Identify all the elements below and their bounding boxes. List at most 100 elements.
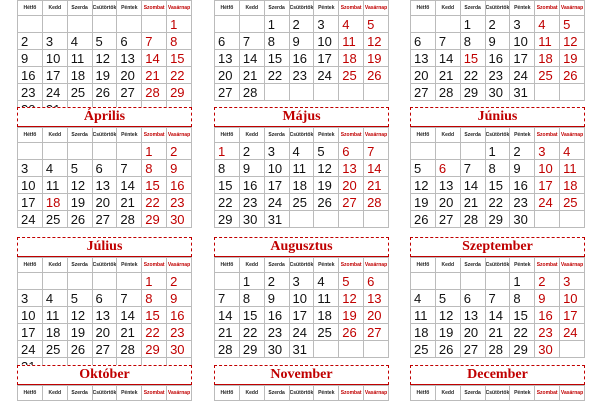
day-cell: 20 bbox=[459, 323, 486, 341]
weekday-label: Hétfő bbox=[410, 257, 436, 273]
day-cell: 27 bbox=[91, 210, 118, 228]
day-cell: 14 bbox=[459, 176, 486, 194]
day-cell: 19 bbox=[559, 49, 585, 67]
day-cell: 29 bbox=[166, 83, 192, 101]
day-cell: 13 bbox=[410, 49, 436, 67]
weekday-label: Szerda bbox=[66, 257, 93, 273]
day-cell: 13 bbox=[338, 159, 365, 177]
day-cell: 14 bbox=[434, 49, 461, 67]
weekday-label: Hétfő bbox=[17, 0, 43, 16]
day-cell bbox=[91, 272, 118, 290]
day-cell: 21 bbox=[116, 193, 143, 211]
weekday-label: Kedd bbox=[41, 385, 68, 401]
day-cell: 18 bbox=[66, 66, 93, 84]
day-cell: 5 bbox=[434, 289, 461, 307]
day-cell: 1 bbox=[166, 15, 192, 33]
day-cell: 5 bbox=[559, 15, 585, 33]
day-cell: 16 bbox=[509, 176, 536, 194]
weekday-label: Csütörtök bbox=[288, 257, 315, 273]
day-cell: 4 bbox=[288, 142, 315, 160]
day-cell: 24 bbox=[509, 66, 536, 84]
day-cell: 27 bbox=[116, 83, 143, 101]
day-cell: 3 bbox=[534, 142, 561, 160]
day-cell: 20 bbox=[363, 306, 389, 324]
day-cell: 15 bbox=[263, 49, 290, 67]
day-cell: 15 bbox=[238, 306, 265, 324]
day-cell: 13 bbox=[363, 289, 389, 307]
day-cell: 29 bbox=[141, 340, 168, 358]
day-cell: 15 bbox=[509, 306, 536, 324]
weekday-label: Szombat bbox=[338, 257, 365, 273]
day-cell: 16 bbox=[263, 306, 290, 324]
weekday-label: Szerda bbox=[66, 0, 93, 16]
day-cell: 31 bbox=[288, 340, 315, 358]
weekday-label: Hétfő bbox=[214, 257, 240, 273]
day-cell bbox=[17, 272, 43, 290]
weekday-label: Csütörtök bbox=[91, 0, 118, 16]
weekday-label: Kedd bbox=[238, 0, 265, 16]
day-cell: 8 bbox=[214, 159, 240, 177]
day-cell: 13 bbox=[434, 176, 461, 194]
day-cell: 9 bbox=[166, 289, 192, 307]
day-cell: 29 bbox=[484, 210, 511, 228]
weekday-label: Péntek bbox=[313, 127, 340, 143]
day-cell: 23 bbox=[509, 193, 536, 211]
weekday-label: Péntek bbox=[313, 257, 340, 273]
weekday-label: Péntek bbox=[509, 257, 536, 273]
weekday-label: Csütörtök bbox=[484, 0, 511, 16]
weekday-label: Hétfő bbox=[410, 127, 436, 143]
day-cell: 13 bbox=[91, 306, 118, 324]
day-cell: 21 bbox=[434, 66, 461, 84]
day-cell: 22 bbox=[509, 323, 536, 341]
day-cell bbox=[91, 15, 118, 33]
day-cell: 18 bbox=[338, 49, 365, 67]
day-cell: 3 bbox=[559, 272, 585, 290]
day-cell: 20 bbox=[91, 193, 118, 211]
day-cell bbox=[313, 340, 340, 358]
weekday-label: Csütörtök bbox=[484, 257, 511, 273]
day-cell: 5 bbox=[66, 159, 93, 177]
day-cell: 7 bbox=[214, 289, 240, 307]
day-cell: 25 bbox=[41, 340, 68, 358]
day-cell bbox=[66, 15, 93, 33]
day-cell bbox=[214, 15, 240, 33]
day-cell bbox=[41, 15, 68, 33]
day-cell: 19 bbox=[434, 323, 461, 341]
weekday-label: Csütörtök bbox=[288, 127, 315, 143]
day-cell: 3 bbox=[288, 272, 315, 290]
day-cell: 16 bbox=[484, 49, 511, 67]
day-cell: 18 bbox=[41, 193, 68, 211]
weekday-label: Vasárnap bbox=[559, 0, 585, 16]
day-cell: 1 bbox=[141, 142, 168, 160]
day-cell: 10 bbox=[559, 289, 585, 307]
day-cell: 9 bbox=[263, 289, 290, 307]
weekday-label: Szombat bbox=[141, 385, 168, 401]
day-cell: 13 bbox=[214, 49, 240, 67]
day-cell: 22 bbox=[141, 323, 168, 341]
month-title: Május bbox=[214, 107, 389, 127]
weekday-label: Szombat bbox=[534, 385, 561, 401]
day-cell: 22 bbox=[459, 66, 486, 84]
day-cell: 1 bbox=[141, 272, 168, 290]
day-cell: 1 bbox=[459, 15, 486, 33]
day-cell: 15 bbox=[214, 176, 240, 194]
day-cell: 15 bbox=[166, 49, 192, 67]
day-cell: 16 bbox=[17, 66, 43, 84]
day-cell: 26 bbox=[313, 193, 340, 211]
day-cell: 4 bbox=[66, 32, 93, 50]
